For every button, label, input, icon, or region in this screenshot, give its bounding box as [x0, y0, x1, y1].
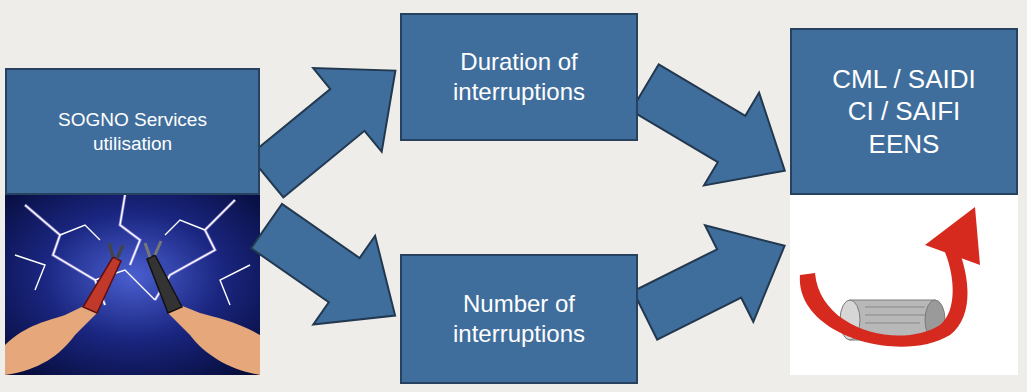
box-label: CML / SAIDI CI / SAIFI EENS — [824, 63, 984, 161]
box-label: SOGNO Services utilisation — [43, 108, 223, 156]
growth-illustration — [790, 195, 1018, 375]
block-arrow — [633, 225, 785, 339]
box-label: Number of interruptions — [429, 289, 609, 349]
box-label: Duration of interruptions — [429, 47, 609, 107]
process-box: Duration of interruptions — [400, 13, 638, 141]
block-arrow — [249, 68, 395, 197]
box-fill: SOGNO Services utilisation — [5, 68, 260, 195]
service-box: SOGNO Services utilisation — [5, 68, 260, 375]
block-arrow — [251, 204, 395, 325]
box-fill: Number of interruptions — [400, 254, 638, 384]
box-fill: Duration of interruptions — [400, 13, 638, 141]
process-box: Number of interruptions — [400, 254, 638, 384]
result-box: CML / SAIDI CI / SAIFI EENS — [790, 28, 1018, 375]
block-arrow — [631, 64, 785, 185]
lightning-illustration — [5, 195, 260, 375]
box-fill: CML / SAIDI CI / SAIFI EENS — [790, 28, 1018, 195]
